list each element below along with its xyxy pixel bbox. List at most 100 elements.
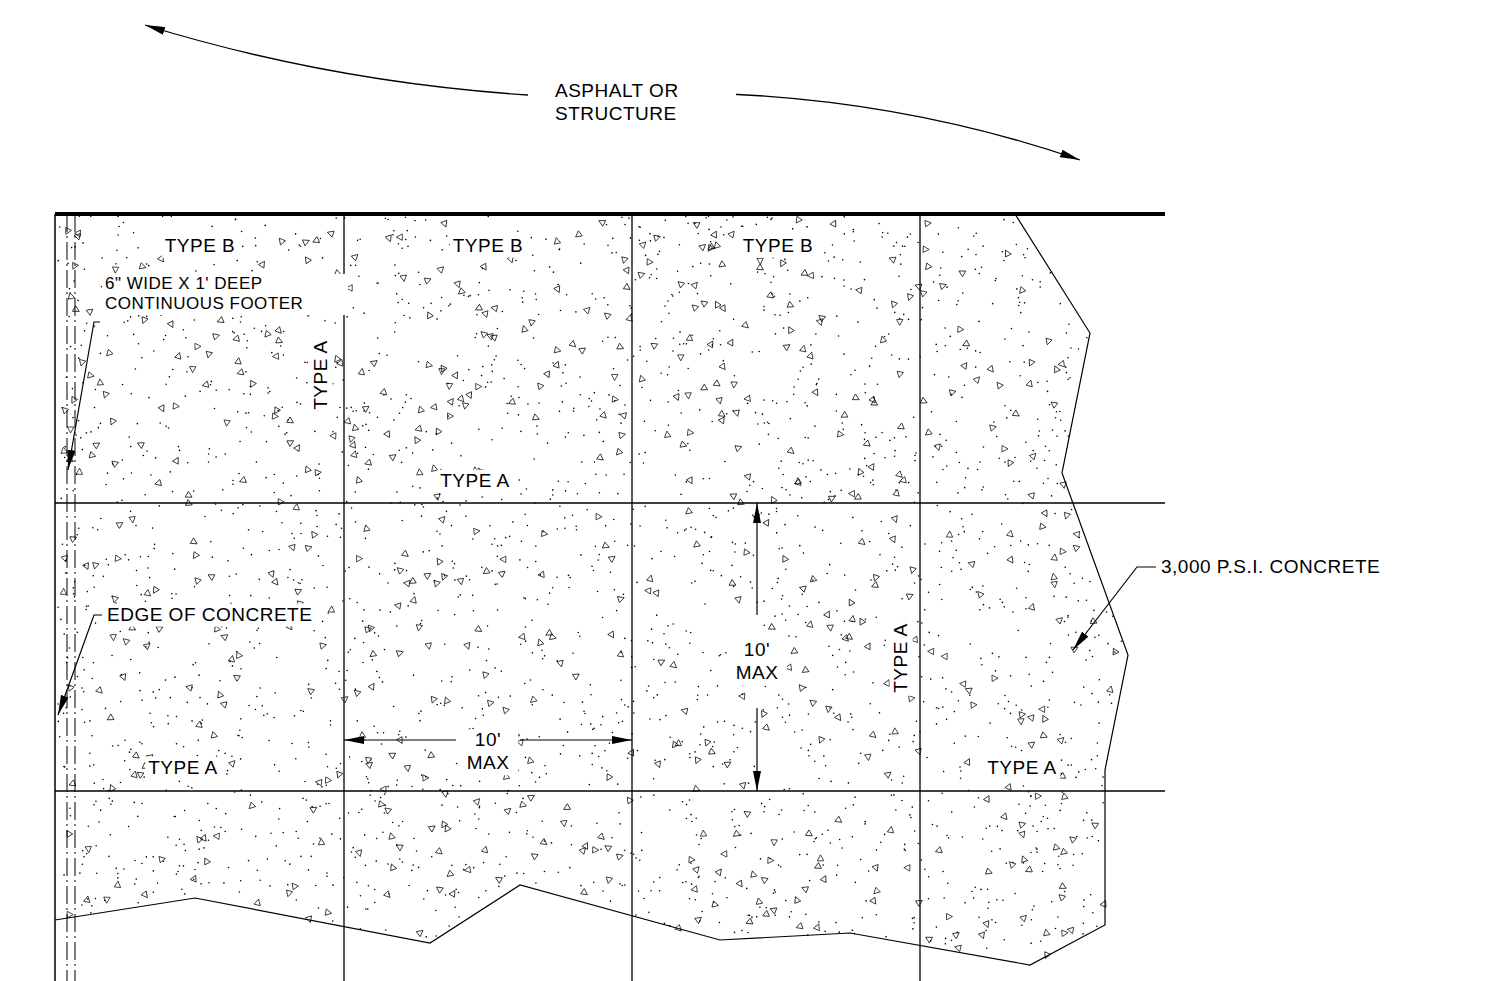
stipple-dot xyxy=(1076,836,1078,838)
stipple-dot xyxy=(85,609,87,611)
stipple-dot xyxy=(111,655,113,657)
stipple-dot xyxy=(215,808,217,810)
stipple-dot xyxy=(828,499,830,501)
stipple-dot xyxy=(621,699,623,701)
stipple-dot xyxy=(1070,764,1072,766)
stipple-dot xyxy=(1068,634,1070,636)
stipple-dot xyxy=(760,512,762,514)
stipple-dot xyxy=(241,231,243,233)
stipple-dot xyxy=(383,732,385,734)
stipple-dot xyxy=(784,259,786,261)
stipple-dot xyxy=(805,622,807,624)
stipple-dot xyxy=(900,254,902,256)
stipple-dot xyxy=(821,833,823,835)
stipple-dot xyxy=(777,582,779,584)
stipple-dot xyxy=(1035,847,1037,849)
stipple-dot xyxy=(965,735,967,737)
stipple-dot xyxy=(326,872,328,874)
stipple-dot xyxy=(481,566,483,568)
stipple-dot xyxy=(271,352,273,354)
stipple-dot xyxy=(633,853,635,855)
stipple-dot xyxy=(152,856,154,858)
stipple-dot xyxy=(601,767,603,769)
stipple-dot xyxy=(782,838,784,840)
stipple-dot xyxy=(406,447,408,449)
stipple-dot xyxy=(689,898,691,900)
stipple-dot xyxy=(240,880,242,882)
stipple-dot xyxy=(687,368,689,370)
stipple-dot xyxy=(87,605,89,607)
stipple-dot xyxy=(690,862,692,864)
stipple-dot xyxy=(694,751,696,753)
stipple-dot xyxy=(664,923,666,925)
stipple-dot xyxy=(147,556,149,558)
stipple-dot xyxy=(760,858,762,860)
stipple-dot xyxy=(1018,481,1020,483)
stipple-dot xyxy=(965,477,967,479)
stipple-dot xyxy=(184,810,186,812)
stipple-dot xyxy=(405,736,407,738)
stipple-dot xyxy=(530,679,532,681)
stipple-dot xyxy=(563,702,565,704)
stipple-dot xyxy=(401,247,403,249)
stipple-dot xyxy=(985,827,987,829)
stipple-dot xyxy=(487,625,489,627)
stipple-dot xyxy=(836,315,838,317)
stipple-dot xyxy=(575,311,577,313)
stipple-dot xyxy=(533,458,535,460)
stipple-dot xyxy=(1083,820,1085,822)
stipple-dot xyxy=(537,599,539,601)
stipple-dot xyxy=(423,898,425,900)
stipple-dot xyxy=(897,566,899,568)
stipple-dot xyxy=(689,757,691,759)
stipple-dot xyxy=(809,481,811,483)
stipple-dot xyxy=(375,860,377,862)
stipple-dot xyxy=(806,226,808,228)
stipple-dot xyxy=(1018,803,1020,805)
stipple-dot xyxy=(881,521,883,523)
stipple-dot xyxy=(789,788,791,790)
stipple-dot xyxy=(1010,410,1012,412)
stipple-dot xyxy=(350,265,352,267)
stipple-dot xyxy=(1086,599,1088,601)
stipple-dot xyxy=(1098,635,1100,637)
stipple-dot xyxy=(776,511,778,513)
stipple-dot xyxy=(686,818,688,820)
stipple-dot xyxy=(689,642,691,644)
stipple-dot xyxy=(264,225,266,227)
stipple-dot xyxy=(690,632,692,634)
stipple-dot xyxy=(153,691,155,693)
stipple-dot xyxy=(296,377,298,379)
stipple-dot xyxy=(354,491,356,493)
stipple-dot xyxy=(913,735,915,737)
stipple-dot xyxy=(497,545,499,547)
stipple-dot xyxy=(959,766,961,768)
stipple-dot xyxy=(861,530,863,532)
stipple-dot xyxy=(469,579,471,581)
stipple-dot xyxy=(768,434,770,436)
stipple-dot xyxy=(283,331,285,333)
stipple-dot xyxy=(302,711,304,713)
stipple-dot xyxy=(703,726,705,728)
stipple-dot xyxy=(936,505,938,507)
stipple-dot xyxy=(1029,805,1031,807)
stipple-dot xyxy=(945,345,947,347)
stipple-dot xyxy=(567,731,569,733)
stipple-dot xyxy=(561,385,563,387)
stipple-dot xyxy=(860,859,862,861)
stipple-dot xyxy=(1002,899,1004,901)
stipple-dot xyxy=(1111,703,1113,705)
stipple-dot xyxy=(153,726,155,728)
stipple-dot xyxy=(614,337,616,339)
stipple-dot xyxy=(159,422,161,424)
stipple-dot xyxy=(296,402,298,404)
stipple-dot xyxy=(395,275,397,277)
stipple-dot xyxy=(710,537,712,539)
stipple-dot xyxy=(475,828,477,830)
stipple-dot xyxy=(425,936,427,938)
stipple-dot xyxy=(1016,244,1018,246)
stipple-dot xyxy=(829,564,831,566)
stipple-dot xyxy=(896,242,898,244)
stipple-dot xyxy=(536,433,538,435)
stipple-dot xyxy=(917,843,919,845)
